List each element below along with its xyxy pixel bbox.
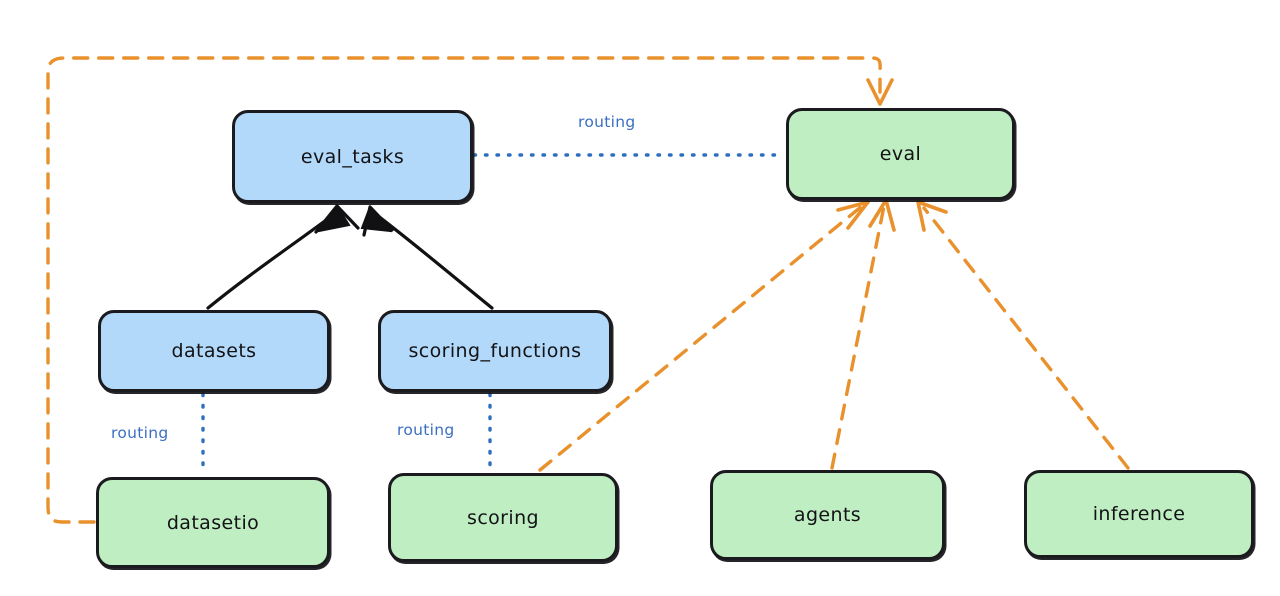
edge-scoring-functions-to-eval-tasks — [360, 205, 494, 310]
node-agents[interactable]: agents — [710, 470, 945, 560]
node-label: eval_tasks — [300, 145, 405, 168]
node-label: eval — [879, 143, 922, 165]
node-label: agents — [793, 504, 862, 526]
edge-inference-to-eval — [916, 200, 1130, 470]
node-label: datasetio — [166, 511, 260, 534]
node-inference[interactable]: inference — [1024, 470, 1254, 558]
node-label: scoring — [467, 506, 539, 529]
node-datasetio[interactable]: datasetio — [96, 477, 330, 568]
node-eval[interactable]: eval — [786, 108, 1015, 200]
edge-label-routing-datasetio: routing — [111, 424, 169, 442]
node-eval-tasks[interactable]: eval_tasks — [232, 110, 473, 203]
node-scoring[interactable]: scoring — [388, 473, 618, 562]
node-label: scoring_functions — [408, 340, 582, 362]
edge-label-routing-eval: routing — [578, 113, 636, 131]
edge-agents-to-eval — [830, 198, 896, 470]
edge-datasets-to-eval-tasks — [206, 204, 360, 310]
node-datasets[interactable]: datasets — [98, 310, 330, 392]
node-label: datasets — [171, 340, 257, 362]
node-label: inference — [1092, 503, 1186, 525]
edge-label-routing-scoring: routing — [397, 421, 455, 439]
node-scoring-functions[interactable]: scoring_functions — [378, 310, 612, 392]
